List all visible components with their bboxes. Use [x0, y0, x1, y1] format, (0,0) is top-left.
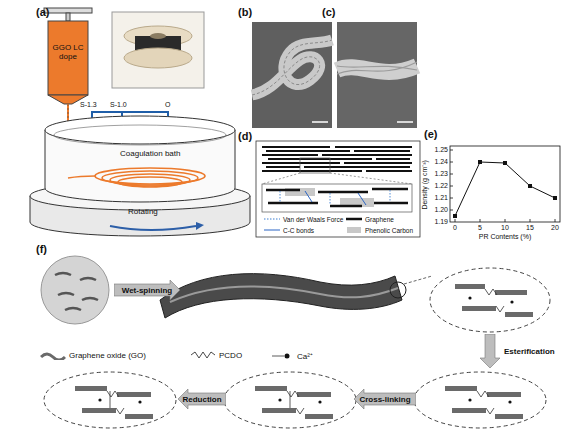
arrow-body: [480, 334, 500, 368]
tick-label: 20: [545, 224, 565, 232]
step-label: Wet-spinning: [122, 286, 173, 295]
tick-label: 1.19: [424, 218, 448, 226]
legend-text: Ca²⁺: [297, 350, 313, 361]
tube-label: S-1.3: [80, 101, 97, 109]
tick-label: 15: [520, 224, 540, 232]
structure-schematic: [256, 141, 420, 237]
legend-sample: [346, 226, 362, 234]
step-label: Cross-linking: [359, 395, 410, 404]
process-arrow: Cross-linking: [354, 389, 416, 409]
arrow-body: [114, 280, 180, 300]
step-label: Esterification: [504, 347, 555, 356]
panel-letter: (b): [238, 6, 252, 18]
legend-sample: [268, 351, 294, 361]
rotation-label: Rotating: [128, 208, 158, 217]
legend-text: PCDO: [219, 351, 242, 360]
sem-fiber: [337, 22, 417, 128]
legend-text: Phenolic Carbon: [365, 227, 413, 234]
legend-item: PCDO: [190, 350, 242, 360]
legend-item: Phenolic Carbon: [346, 226, 413, 234]
panel-letter: (d): [238, 130, 252, 142]
density-chart: [450, 146, 560, 222]
legend-sample: [190, 350, 216, 360]
mechanism-illustration: [41, 256, 550, 428]
panel-letter: (e): [424, 128, 437, 140]
tube-label: O: [165, 101, 170, 109]
legend-item: Van der Waals Force: [264, 215, 343, 223]
tick-label: 1.22: [424, 182, 448, 190]
panel-letter: (c): [322, 6, 335, 18]
process-arrow: Wet-spinning: [114, 280, 180, 300]
arrow-body: [178, 389, 226, 409]
legend-text: C-C bonds: [283, 227, 314, 234]
tick-label: 1.23: [424, 170, 448, 178]
axis-title: PR Contents (%): [470, 233, 540, 241]
legend-sample: [264, 215, 280, 223]
legend-item: Graphene: [346, 215, 394, 223]
process-arrow: Esterification: [480, 334, 572, 368]
panel-letter: (f): [36, 243, 47, 255]
bath-label: Coagulation bath: [120, 150, 181, 159]
legend-text: Graphene: [365, 216, 394, 223]
legend-item: C-C bonds: [264, 226, 314, 234]
process-arrow: Reduction: [178, 389, 226, 409]
tick-label: 0: [445, 224, 465, 232]
step-label: Reduction: [182, 395, 221, 404]
sem-knot: [252, 22, 332, 128]
legend-item: Ca²⁺: [268, 350, 313, 361]
tick-label: 1.25: [424, 146, 448, 154]
dope-label: GGO LC dope: [49, 44, 87, 62]
legend-text: Van der Waals Force: [283, 216, 343, 223]
legend-text: Graphene oxide (GO): [69, 351, 146, 360]
arrow-body: [354, 389, 416, 409]
legend-sample: [264, 226, 280, 234]
tick-label: 1.20: [424, 206, 448, 214]
legend-item: Graphene oxide (GO): [40, 350, 146, 360]
tube-label: S-1.0: [110, 101, 127, 109]
legend-sample: [346, 215, 362, 223]
tick-label: 1.21: [424, 194, 448, 202]
tick-label: 1.24: [424, 158, 448, 166]
legend-sample: [40, 350, 66, 360]
axis-title: Density (g cm⁻³): [421, 150, 429, 220]
coagulation-bath: [30, 116, 250, 236]
spool-photo: [112, 12, 204, 88]
tick-label: 10: [495, 224, 515, 232]
tick-label: 5: [470, 224, 490, 232]
panel-letter: (a): [36, 6, 49, 18]
